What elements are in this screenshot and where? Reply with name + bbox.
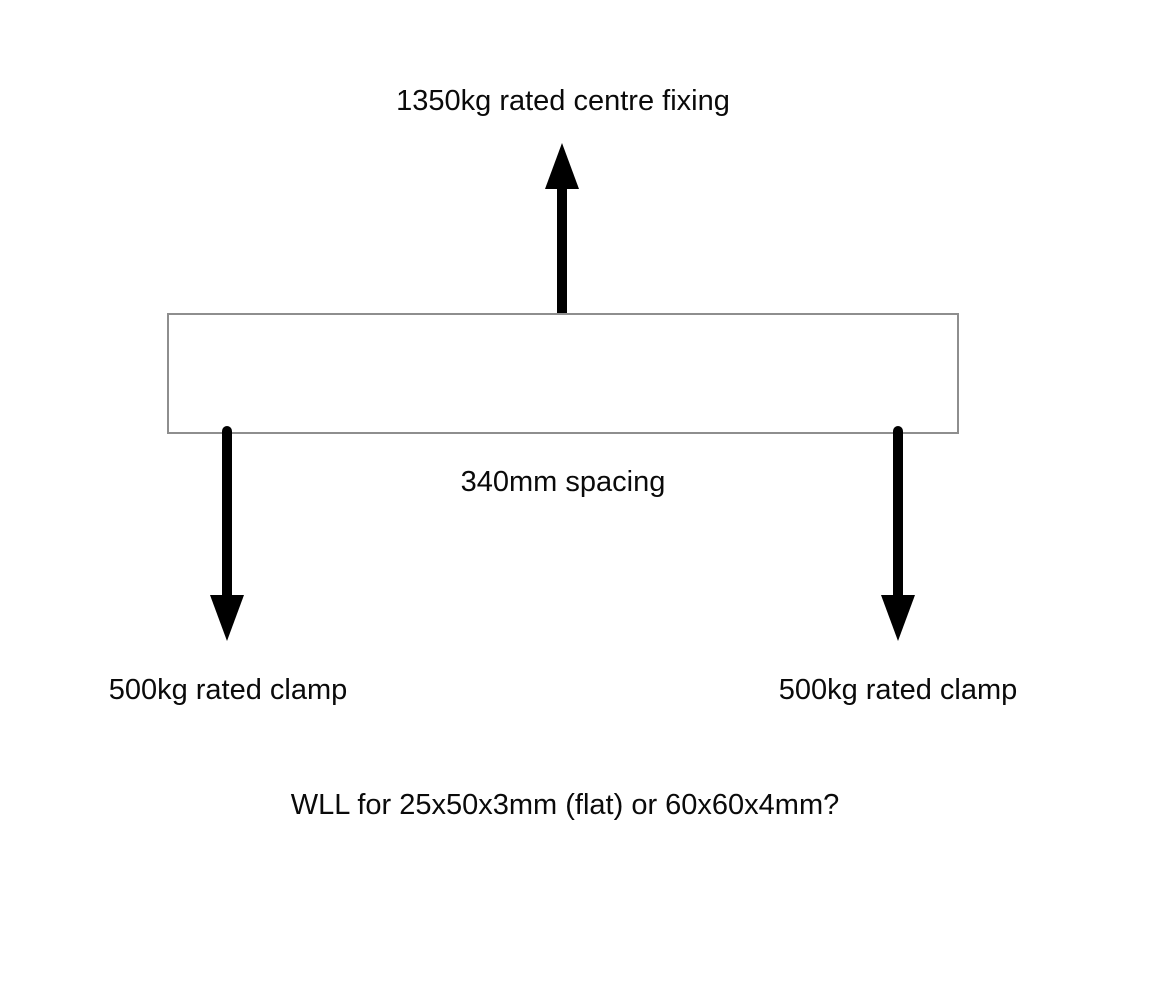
- down-arrow-right-head: [881, 595, 915, 641]
- spacing-label: 340mm spacing: [460, 466, 666, 498]
- up-arrow-head: [545, 143, 579, 189]
- right-clamp-label: 500kg rated clamp: [778, 674, 1018, 706]
- up-arrow-icon: [545, 143, 579, 319]
- down-arrow-left-icon: [210, 426, 244, 641]
- beam-outline: [167, 313, 959, 434]
- centre-fixing-label: 1350kg rated centre fixing: [396, 85, 730, 117]
- down-arrow-right-icon: [881, 426, 915, 641]
- beam-rectangle: [167, 313, 959, 434]
- left-clamp-label: 500kg rated clamp: [108, 674, 348, 706]
- wll-question-label: WLL for 25x50x3mm (flat) or 60x60x4mm?: [290, 789, 840, 821]
- down-arrow-left-head: [210, 595, 244, 641]
